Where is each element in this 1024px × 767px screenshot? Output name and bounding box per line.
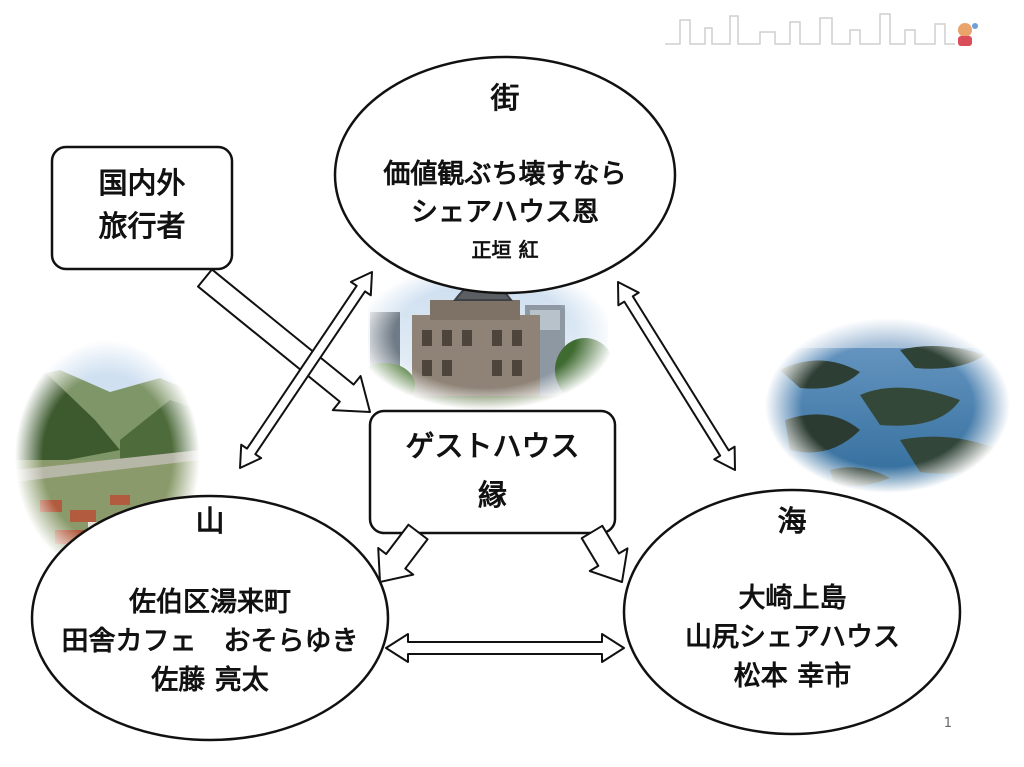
header-mascot-icon: [958, 23, 978, 46]
mountain-node-title: 山: [195, 504, 225, 538]
sea-node-title: 海: [777, 504, 807, 538]
arrow-center-to-mountain: [377, 523, 429, 583]
travelers-line1: 国内外: [98, 166, 186, 200]
mountain-node-line3: 佐藤 亮太: [151, 665, 269, 696]
page-number: 1: [943, 716, 952, 731]
arrow-travelers-to-center: [197, 268, 371, 413]
mountain-node-line1: 佐伯区湯来町: [129, 587, 291, 618]
arrow-mountain-sea: [385, 633, 625, 663]
center-line1: ゲストハウス: [405, 429, 580, 463]
mountain-node-ellipse: [30, 494, 390, 742]
top-node-person: 正垣 紅: [471, 238, 539, 262]
header-skyline-logo: [665, 13, 955, 45]
arrow-top-mountain: [239, 271, 373, 469]
arrow-center-to-sea: [580, 524, 629, 583]
sea-node-ellipse: [622, 488, 962, 736]
sea-node-line3: 松本 幸市: [733, 661, 852, 692]
islands-photo: [765, 318, 1010, 493]
arrow-top-sea: [617, 281, 736, 471]
travelers-line2: 旅行者: [98, 209, 186, 243]
top-node-line1: 価値観ぶち壊すなら: [383, 159, 627, 190]
top-node-title: 街: [490, 81, 520, 115]
city-photo: [355, 262, 615, 410]
center-box: [368, 409, 617, 535]
mountain-node-line2: 田舎カフェ おそらゆき: [61, 626, 359, 657]
sea-node-line1: 大崎上島: [738, 583, 847, 614]
travelers-box: [50, 145, 234, 271]
sea-node-line2: 山尻シェアハウス: [685, 622, 900, 653]
center-line2: 縁: [477, 478, 507, 512]
arrows-group: [197, 268, 736, 663]
top-node-ellipse: [333, 55, 677, 295]
top-node-line2: シェアハウス恩: [411, 197, 599, 228]
